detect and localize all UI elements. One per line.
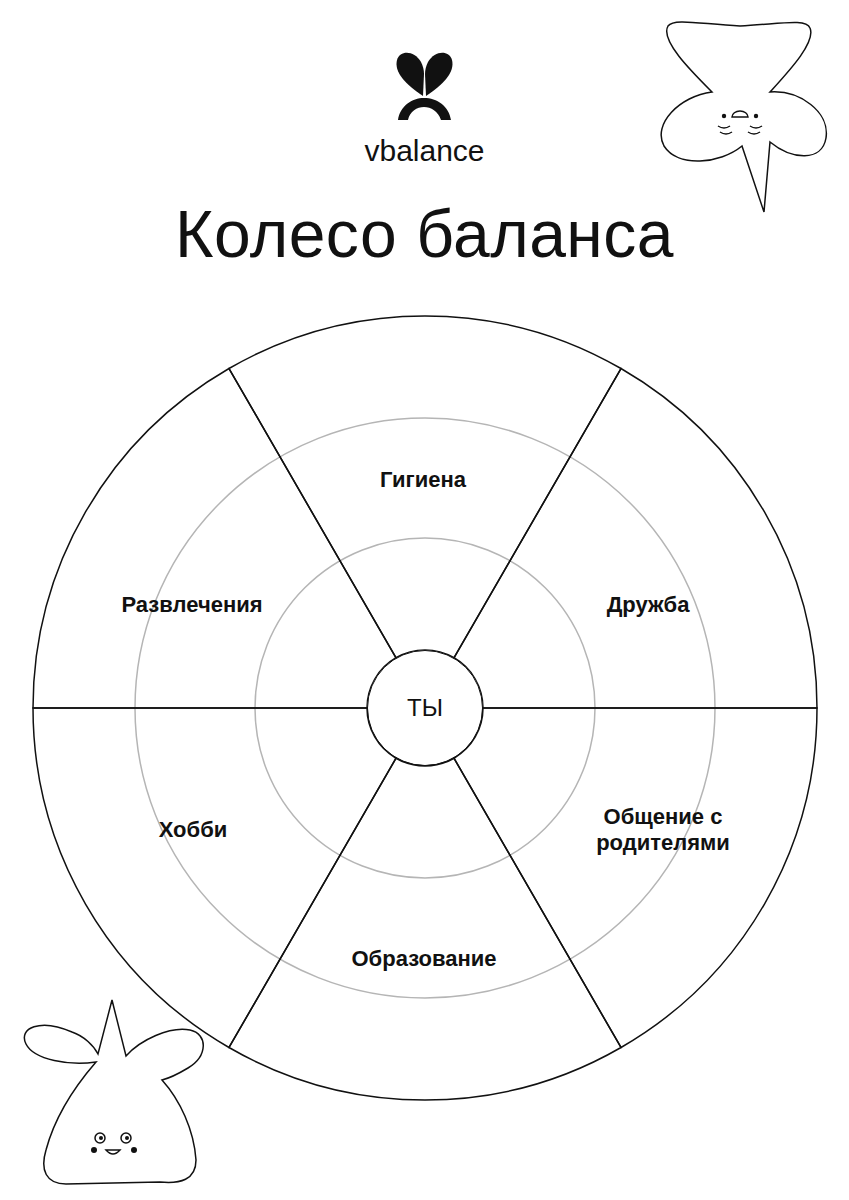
- mascot-body: [661, 22, 826, 212]
- mascot-cheek: [131, 1147, 137, 1153]
- mascot-eye: [754, 114, 758, 118]
- logo-lobe: [425, 53, 452, 96]
- sector-label: Общение с родителями: [576, 804, 751, 857]
- wheel-sector: Общение с родителями: [452, 706, 819, 1050]
- wheel-sector: Хобби: [31, 706, 398, 1050]
- mascot-eye: [722, 114, 726, 118]
- mascot-cheek: [91, 1147, 97, 1153]
- wheel-sector: Дружба: [452, 366, 819, 710]
- logo-arc: [398, 98, 451, 120]
- sector-path: [33, 708, 396, 1047]
- mascot-cheek: [718, 126, 762, 128]
- wheel-sector: Образование: [226, 756, 623, 1102]
- sector-outline: [452, 706, 819, 1050]
- sector-path: [454, 369, 817, 708]
- sector-path: [33, 369, 396, 708]
- wheel-sector: Гигиена: [227, 314, 623, 660]
- mascot-mouth: [106, 1150, 120, 1154]
- mascot-pupil: [125, 1136, 129, 1140]
- sector-label: Дружба: [607, 592, 690, 618]
- logo-text: vbalance: [0, 134, 849, 168]
- sector-path: [229, 316, 621, 658]
- sector-label: Образование: [352, 946, 497, 972]
- sector-path: [454, 708, 817, 1047]
- mascot: [24, 1000, 203, 1184]
- logo-icon: [397, 53, 453, 120]
- mascot-cheek: [720, 132, 760, 134]
- sector-path: [229, 758, 621, 1100]
- sector-label: Гигиена: [380, 467, 466, 493]
- mascot-pupil: [99, 1136, 103, 1140]
- sector-outline: [31, 366, 398, 710]
- mascot: [661, 22, 826, 212]
- mascot-eye: [95, 1133, 105, 1143]
- wheel-sector: Развлечения: [31, 366, 398, 710]
- mascot-nose: [732, 111, 748, 117]
- sector-outline: [226, 756, 623, 1102]
- mascot-body: [24, 1000, 203, 1184]
- logo-lobe: [397, 53, 424, 96]
- sector-outline: [452, 366, 819, 710]
- sector-label: Хобби: [159, 817, 228, 843]
- sector-outline: [31, 706, 398, 1050]
- mascot-eye: [121, 1133, 131, 1143]
- sector-label: Развлечения: [121, 592, 262, 618]
- sector-label: ТЫ: [407, 694, 443, 722]
- title: Колесо баланса: [0, 196, 849, 272]
